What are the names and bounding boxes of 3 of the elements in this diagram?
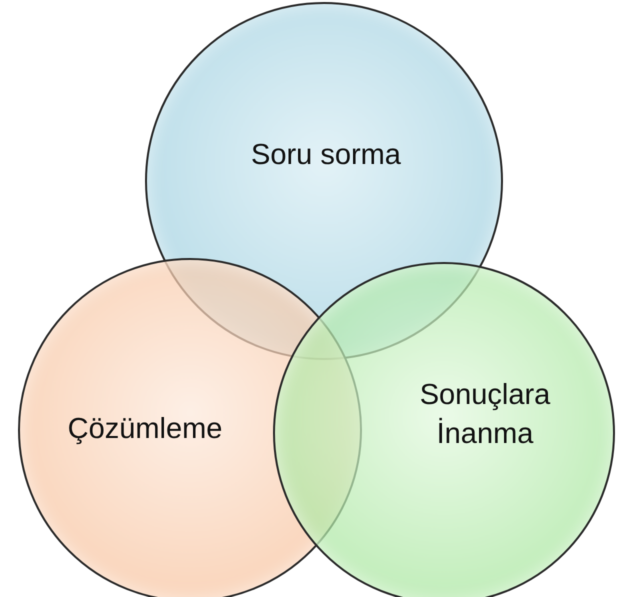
circle-label: Çözümleme xyxy=(66,412,224,447)
circle-label: Soru sorma xyxy=(250,138,402,173)
circle-label: Sonuçlara İnanma xyxy=(418,378,552,452)
